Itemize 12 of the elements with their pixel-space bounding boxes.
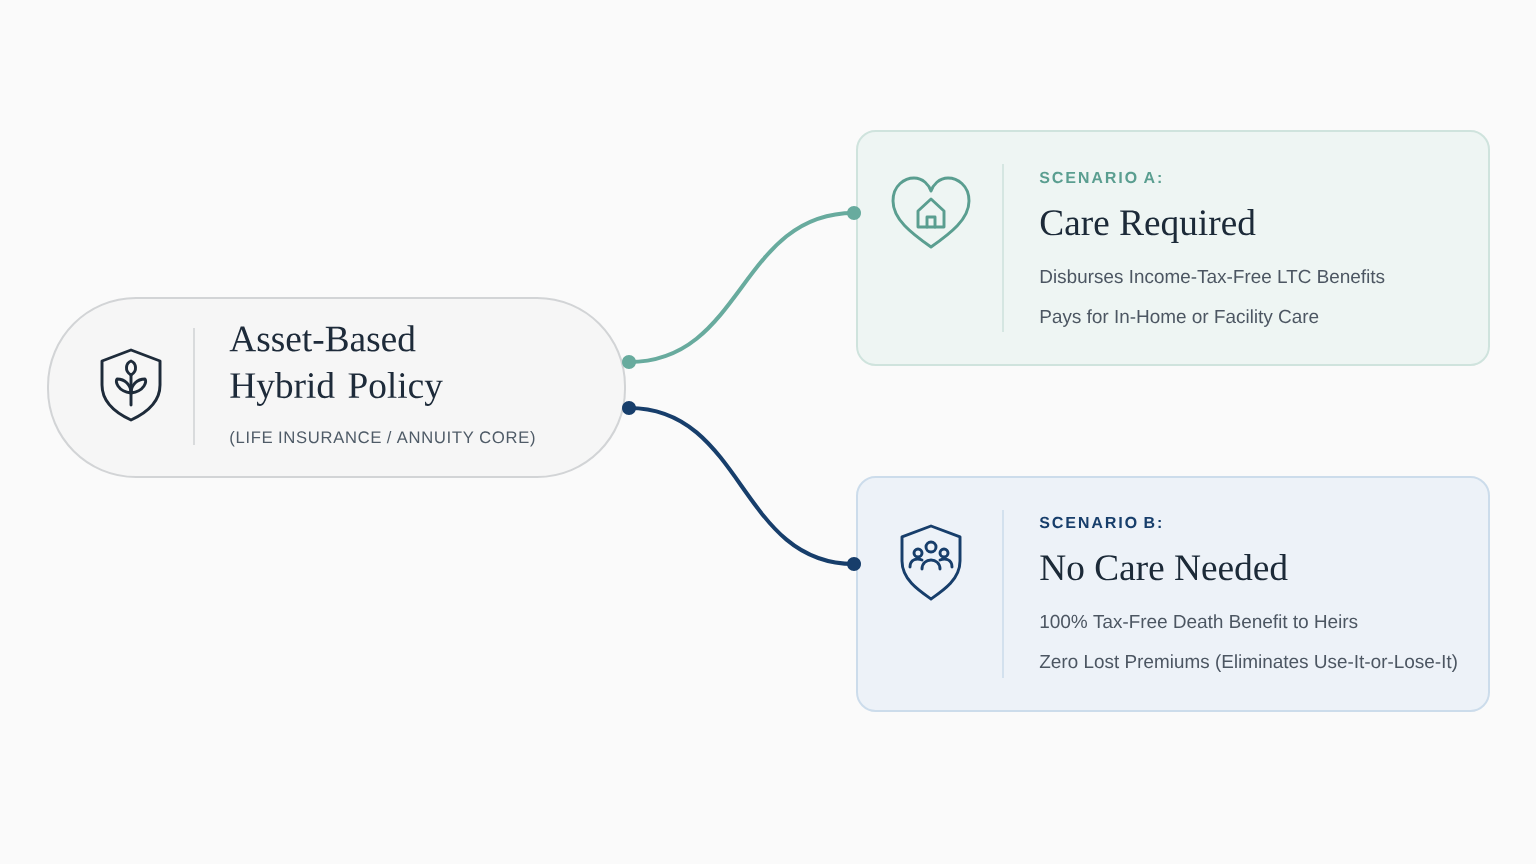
connector [622,206,861,369]
benefit-text: Pays for In-Home or Facility Care [1040,309,1319,327]
scenario-title: Care Required [1040,209,1256,243]
benefit-text: Disburses Income-Tax-Free LTC Benefits [1040,269,1385,284]
connector [622,401,861,571]
policy-subtitle: (LIFE INSURANCE / ANNUITY CORE) [230,430,535,447]
scenario-label: SCENARIO B: [1039,516,1161,529]
benefit-text: 100% Tax-Free Death Benefit to Heirs [1040,614,1358,629]
scenario-label: SCENARIO A: [1039,171,1161,184]
benefit-text: Zero Lost Premiums (Eliminates Use-It-or-Lose-It) [1039,654,1457,672]
scenario-title: No Care Needed [1040,554,1288,581]
policy-title: Asset-Based Hybrid Policy [229,325,443,406]
